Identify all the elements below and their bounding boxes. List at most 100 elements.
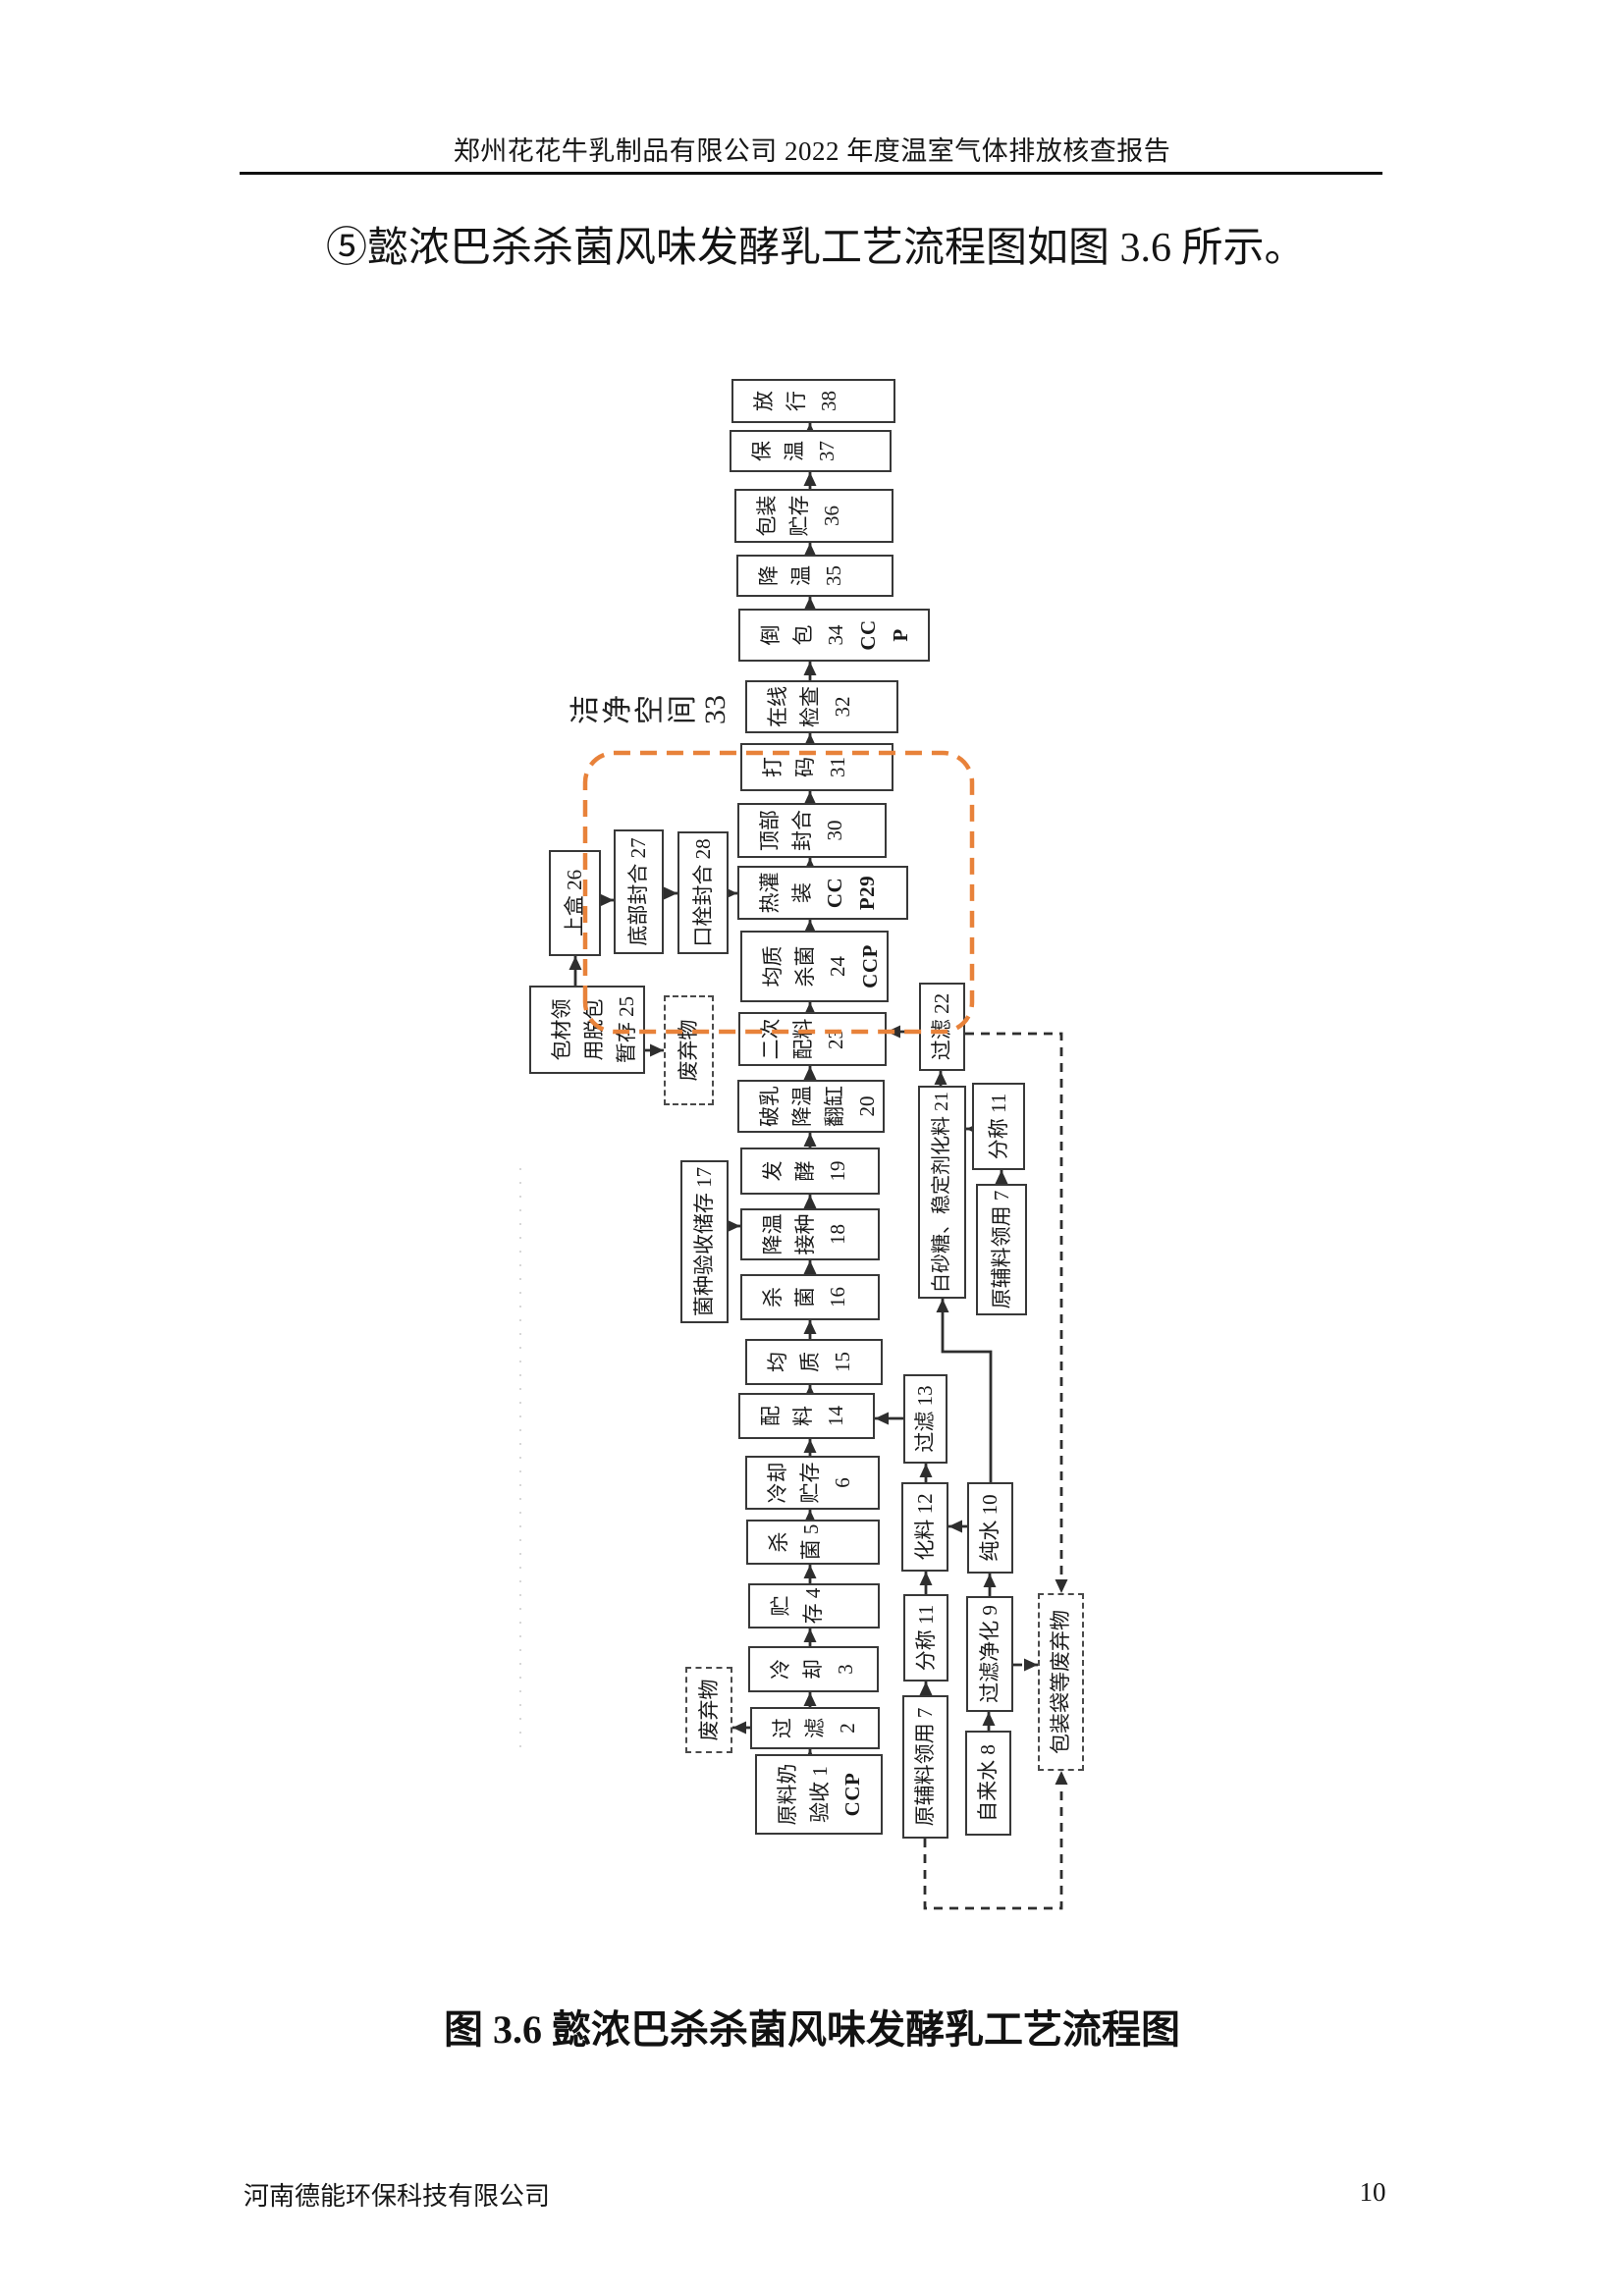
flow-node-wasteB: 废弃物 [664, 995, 714, 1105]
flow-node-line: 料 [791, 1406, 815, 1426]
flow-node-line: 在线 [766, 686, 789, 727]
flow-edge-e35-36 [803, 543, 817, 557]
flow-edge-e10-21 [936, 1299, 993, 1482]
flow-node-line: P [889, 628, 912, 642]
flow-node-line: 贮 [769, 1595, 792, 1617]
flow-node-line: 行 [785, 391, 808, 411]
flow-edge-e34-35 [803, 597, 817, 611]
flow-node-line: 14 [824, 1406, 847, 1426]
flow-node-line: 倒 [759, 624, 783, 646]
flow-node-line: 配 [759, 1406, 783, 1426]
flow-edge-e19-20 [803, 1133, 817, 1148]
flow-edge-e20-23 [803, 1066, 817, 1080]
flow-node-n11b: 分称 11 [972, 1083, 1025, 1170]
flow-edge-e15-16 [803, 1320, 817, 1339]
flow-node-line: 贮存 [798, 1462, 822, 1504]
flow-node-line: 过滤 13 [913, 1385, 937, 1453]
flow-node-n5: 杀菌 5 [746, 1520, 880, 1565]
flow-edge-e6-14 [803, 1439, 817, 1456]
flow-node-line: 接种 [793, 1213, 817, 1255]
flow-node-line: 酵 [793, 1160, 817, 1182]
flow-edge-e2-3 [803, 1692, 817, 1707]
flow-node-line: 二次 [759, 1018, 783, 1060]
flow-node-bagWaste: 包装袋等废弃物 [1038, 1593, 1084, 1771]
flow-node-line: 包材领 [550, 998, 573, 1061]
flow-node-line: 菌 [793, 1287, 817, 1308]
flow-edge-e12-13 [919, 1464, 933, 1482]
flow-edge-e7b-11b [995, 1170, 1008, 1184]
flow-edge-e4-5 [803, 1565, 817, 1583]
flow-node-n9: 过滤净化 9 [966, 1596, 1013, 1712]
flow-node-line: 原辅料领用 7 [989, 1190, 1013, 1309]
flow-node-line: 口栓封合 28 [690, 838, 715, 947]
flow-node-line: 包装 [755, 495, 779, 537]
flow-node-n12: 化料 12 [901, 1482, 948, 1572]
flow-node-line: 23 [824, 1029, 847, 1049]
flow-node-line: 菌 5 [799, 1523, 823, 1561]
flow-node-line: 杀 [761, 1287, 785, 1308]
flow-node-line: 贮存 [787, 495, 811, 537]
flow-node-line: 菌种验收储存 17 [692, 1166, 716, 1317]
flow-node-line: 分称 11 [986, 1093, 1010, 1160]
intro-paragraph: ⑤懿浓巴杀杀菌风味发酵乳工艺流程图如图 3.6 所示。 [326, 226, 1306, 271]
flow-edge-e9-bagwaste [1013, 1658, 1038, 1672]
flow-edge-e17-18 [727, 1219, 740, 1233]
flow-node-line: 温 [783, 441, 806, 461]
flow-node-line: 热灌 [758, 872, 782, 914]
flow-node-line: 31 [826, 757, 849, 777]
flow-node-line: 破乳 [758, 1086, 782, 1127]
flow-node-line: 白砂糖、稳定剂化料 21 [931, 1092, 952, 1293]
flow-node-line: 16 [826, 1287, 849, 1308]
flow-edge-e3-4 [803, 1629, 817, 1646]
flow-node-n28: 口栓封合 28 [677, 831, 729, 954]
flow-edge-e25-26 [568, 956, 582, 986]
flow-node-line: 温 [789, 565, 813, 586]
clean-room-label-char: 洁 [569, 695, 602, 724]
flow-node-line: 码 [793, 757, 817, 777]
flow-node-n22: 过滤 22 [919, 983, 965, 1071]
flow-node-line: 34 [824, 624, 847, 646]
flow-node-line: 包 [791, 624, 815, 646]
flow-node-line: 翻缸 [823, 1086, 846, 1127]
flow-node-line: 化料 12 [912, 1493, 937, 1561]
flow-edge-e27-28 [664, 886, 677, 900]
flow-node-line: 纯水 10 [978, 1494, 1001, 1562]
flow-node-n17: 菌种验收储存 17 [680, 1160, 729, 1323]
flow-node-line: 废弃物 [677, 1019, 700, 1082]
flow-node-line: 顶部 [758, 810, 782, 851]
flow-node-line: 检查 [798, 686, 822, 727]
flow-node-line: 35 [822, 565, 845, 586]
flow-node-n21: 白砂糖、稳定剂化料 21 [918, 1086, 966, 1299]
flow-edge-e36-37 [803, 472, 817, 489]
flow-node-line: 原料奶 [776, 1763, 799, 1826]
flow-node-line: 降温 [761, 1213, 785, 1255]
flow-node-wasteA: 废弃物 [685, 1667, 732, 1753]
flow-edge-e22-23 [887, 1025, 919, 1039]
flow-node-line: P29 [855, 875, 879, 911]
flow-edge-e32-34 [803, 662, 817, 680]
flow-edge-e9-10 [983, 1574, 997, 1596]
flow-edge-e11a-12 [919, 1572, 933, 1594]
flow-node-line: 均质 [761, 945, 785, 988]
flow-node-line: 6 [831, 1477, 854, 1488]
flow-node-n8: 自来水 8 [965, 1731, 1011, 1836]
flow-node-line: 原辅料领用 7 [913, 1707, 937, 1827]
clean-room-label-char: 净 [602, 695, 634, 724]
flow-node-line: 冷却 [766, 1462, 789, 1504]
page-number: 10 [1359, 2177, 1386, 2207]
flow-node-line: 存 4 [801, 1587, 825, 1625]
flow-edge-e8-9 [982, 1712, 996, 1731]
flow-node-line: CC [856, 619, 880, 651]
